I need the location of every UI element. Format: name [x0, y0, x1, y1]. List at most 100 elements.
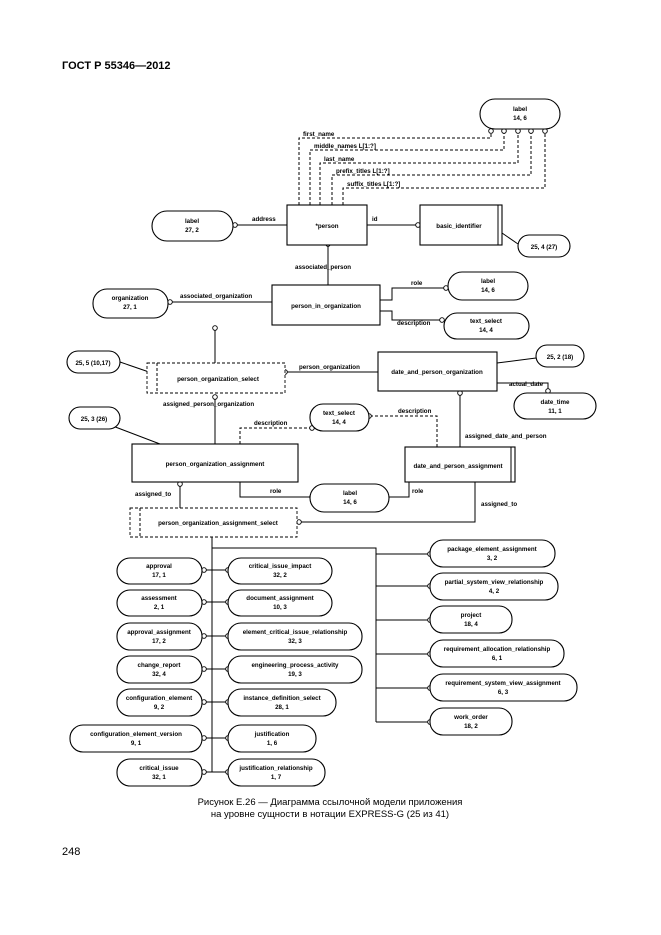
attribute-labels: first_name middle_names L[1:?] last_name…	[135, 131, 547, 508]
attr-middle-names: middle_names L[1:?]	[314, 143, 376, 150]
ref-label-top[interactable]: label 14, 6	[479, 98, 561, 130]
svg-text:17, 2: 17, 2	[152, 638, 166, 645]
svg-text:partial_system_view_relationsh: partial_system_view_relationship	[445, 579, 544, 586]
entity-date-and-person-organization[interactable]: date_and_person_organization	[377, 351, 498, 392]
attr-assigned-date-and-person: assigned_date_and_person	[465, 433, 547, 440]
svg-text:work_order: work_order	[453, 714, 488, 721]
ref-label-mid[interactable]: label 14, 6	[447, 271, 529, 301]
svg-text:6, 3: 6, 3	[498, 689, 509, 696]
svg-text:3, 2: 3, 2	[487, 555, 498, 562]
entity-person-in-organization[interactable]: person_in_organization	[271, 284, 381, 326]
entity-basic-identifier[interactable]: basic_identifier	[419, 204, 503, 246]
ref-work-order[interactable]: work_order 18, 2	[429, 707, 513, 736]
svg-text:approval_assignment: approval_assignment	[127, 629, 191, 636]
svg-text:label: label	[513, 106, 527, 113]
attr-associated-organization: associated_organization	[180, 293, 252, 300]
svg-text:9, 1: 9, 1	[131, 740, 142, 747]
ref-approval-assignment[interactable]: approval_assignment 17, 2	[116, 622, 203, 651]
svg-text:engineering_process_activity: engineering_process_activity	[251, 662, 339, 669]
page-ref-25-2[interactable]: 25, 2 (18)	[535, 344, 585, 368]
svg-text:32, 1: 32, 1	[152, 774, 166, 781]
attr-description-3: description	[398, 408, 432, 415]
svg-text:14, 4: 14, 4	[332, 419, 346, 426]
svg-text:32, 2: 32, 2	[273, 572, 287, 579]
svg-text:text_select: text_select	[470, 318, 502, 325]
entity-person-organization-assignment-select[interactable]: person_organization_assignment_select	[129, 507, 298, 538]
svg-text:14, 4: 14, 4	[479, 327, 493, 334]
entity-person-organization-select-name: person_organization_select	[177, 376, 259, 383]
ref-critical-issue[interactable]: critical_issue 32, 1	[116, 758, 203, 787]
attr-assigned-person-organization: assigned_person_organization	[163, 401, 254, 408]
ref-requirement-allocation-relationship[interactable]: requirement_allocation_relationship 6, 1	[429, 639, 565, 668]
ref-instance-definition-select[interactable]: instance_definition_select 28, 1	[227, 688, 337, 717]
ref-change-report[interactable]: change_report 32, 4	[116, 655, 203, 684]
ref-partial-system-view-relationship[interactable]: partial_system_view_relationship 4, 2	[429, 572, 559, 601]
ref-text-select-2[interactable]: text_select 14, 4	[309, 403, 370, 432]
svg-text:text_select: text_select	[323, 410, 355, 417]
ref-label-left[interactable]: label 27, 2	[151, 210, 234, 242]
svg-text:10, 3: 10, 3	[273, 604, 287, 611]
ref-date-time[interactable]: date_time 11, 1	[513, 392, 597, 420]
ref-justification-relationship[interactable]: justification_relationship 1, 7	[227, 758, 326, 787]
svg-text:change_report: change_report	[138, 662, 181, 669]
svg-text:project: project	[461, 612, 482, 619]
svg-text:4, 2: 4, 2	[489, 588, 500, 595]
ref-organization[interactable]: organization 27, 1	[92, 288, 169, 319]
page-ref-25-4[interactable]: 25, 4 (27)	[517, 234, 571, 258]
svg-text:25, 4 (27): 25, 4 (27)	[531, 244, 557, 251]
attr-assigned-to-2: assigned_to	[481, 501, 517, 508]
svg-text:25, 2 (18): 25, 2 (18)	[547, 354, 573, 361]
svg-text:25, 3 (26): 25, 3 (26)	[81, 416, 107, 423]
ref-element-critical-issue-relationship[interactable]: element_critical_issue_relationship 32, …	[227, 622, 363, 651]
ref-engineering-process-activity[interactable]: engineering_process_activity 19, 3	[227, 655, 363, 684]
ref-configuration-element[interactable]: configuration_element 9, 2	[116, 688, 203, 717]
ref-label-low[interactable]: label 14, 6	[309, 483, 390, 513]
attr-first-name: first_name	[303, 131, 335, 138]
svg-text:configuration_element_version: configuration_element_version	[90, 731, 182, 738]
svg-text:27, 1: 27, 1	[123, 304, 137, 311]
ref-requirement-system-view-assignment[interactable]: requirement_system_view_assignment 6, 3	[429, 673, 578, 702]
entity-person-organization-assignment-name: person_organization_assignment	[166, 461, 265, 468]
svg-text:27, 2: 27, 2	[185, 227, 199, 234]
ref-configuration-element-version[interactable]: configuration_element_version 9, 1	[69, 724, 203, 753]
ref-text-select-1[interactable]: text_select 14, 4	[443, 312, 530, 340]
figure-caption-line-2: на уровне сущности в нотации EXPRESS-G (…	[210, 809, 450, 820]
ref-document-assignment[interactable]: document_assignment 10, 3	[227, 589, 333, 617]
attr-description-1: description	[397, 320, 431, 327]
attr-person-organization: person_organization	[299, 364, 360, 371]
page-ref-25-5[interactable]: 25, 5 (10,17)	[66, 350, 121, 374]
entity-person-in-organization-name: person_in_organization	[291, 303, 361, 310]
page-ref-25-3[interactable]: 25, 3 (26)	[68, 406, 121, 430]
entity-date-and-person-assignment[interactable]: date_and_person_assignment	[404, 446, 516, 483]
svg-text:1, 7: 1, 7	[271, 774, 282, 781]
entity-date-and-person-organization-name: date_and_person_organization	[391, 369, 483, 376]
entity-person-organization-assignment-select-name: person_organization_assignment_select	[158, 520, 278, 527]
entity-person-organization-select[interactable]: person_organization_select	[146, 362, 286, 394]
ref-assessment[interactable]: assessment 2, 1	[116, 589, 203, 617]
entity-date-and-person-assignment-name: date_and_person_assignment	[413, 463, 502, 470]
attr-last-name: last_name	[324, 156, 355, 163]
svg-text:label: label	[481, 278, 495, 285]
figure-caption-line-1: Рисунок Е.26 — Диаграмма ссылочной модел…	[197, 797, 463, 808]
entity-person[interactable]: *person	[286, 204, 368, 246]
svg-text:justification_relationship: justification_relationship	[238, 765, 312, 772]
svg-text:6, 1: 6, 1	[492, 655, 503, 662]
ref-approval[interactable]: approval 17, 1	[116, 557, 203, 585]
attr-associated-person: associated_person	[295, 264, 351, 271]
svg-text:25, 5 (10,17): 25, 5 (10,17)	[75, 360, 110, 367]
attr-prefix-titles: prefix_titles L[1:?]	[336, 168, 390, 175]
svg-text:32, 3: 32, 3	[288, 638, 302, 645]
svg-text:11, 1: 11, 1	[548, 408, 562, 415]
ref-project[interactable]: project 18, 4	[429, 605, 513, 634]
ref-justification[interactable]: justification 1, 6	[227, 724, 317, 753]
svg-text:assessment: assessment	[141, 595, 176, 602]
attr-assigned-to-1: assigned_to	[135, 491, 171, 498]
ref-package-element-assignment[interactable]: package_element_assignment 3, 2	[429, 539, 556, 568]
svg-text:organization: organization	[112, 295, 149, 302]
attr-suffix-titles: suffix_titles L[1:?]	[347, 181, 400, 188]
svg-text:9, 2: 9, 2	[154, 704, 165, 711]
entity-person-organization-assignment[interactable]: person_organization_assignment	[131, 443, 299, 483]
ref-critical-issue-impact[interactable]: critical_issue_impact 32, 2	[227, 557, 333, 585]
entity-basic-identifier-name: basic_identifier	[436, 223, 482, 230]
